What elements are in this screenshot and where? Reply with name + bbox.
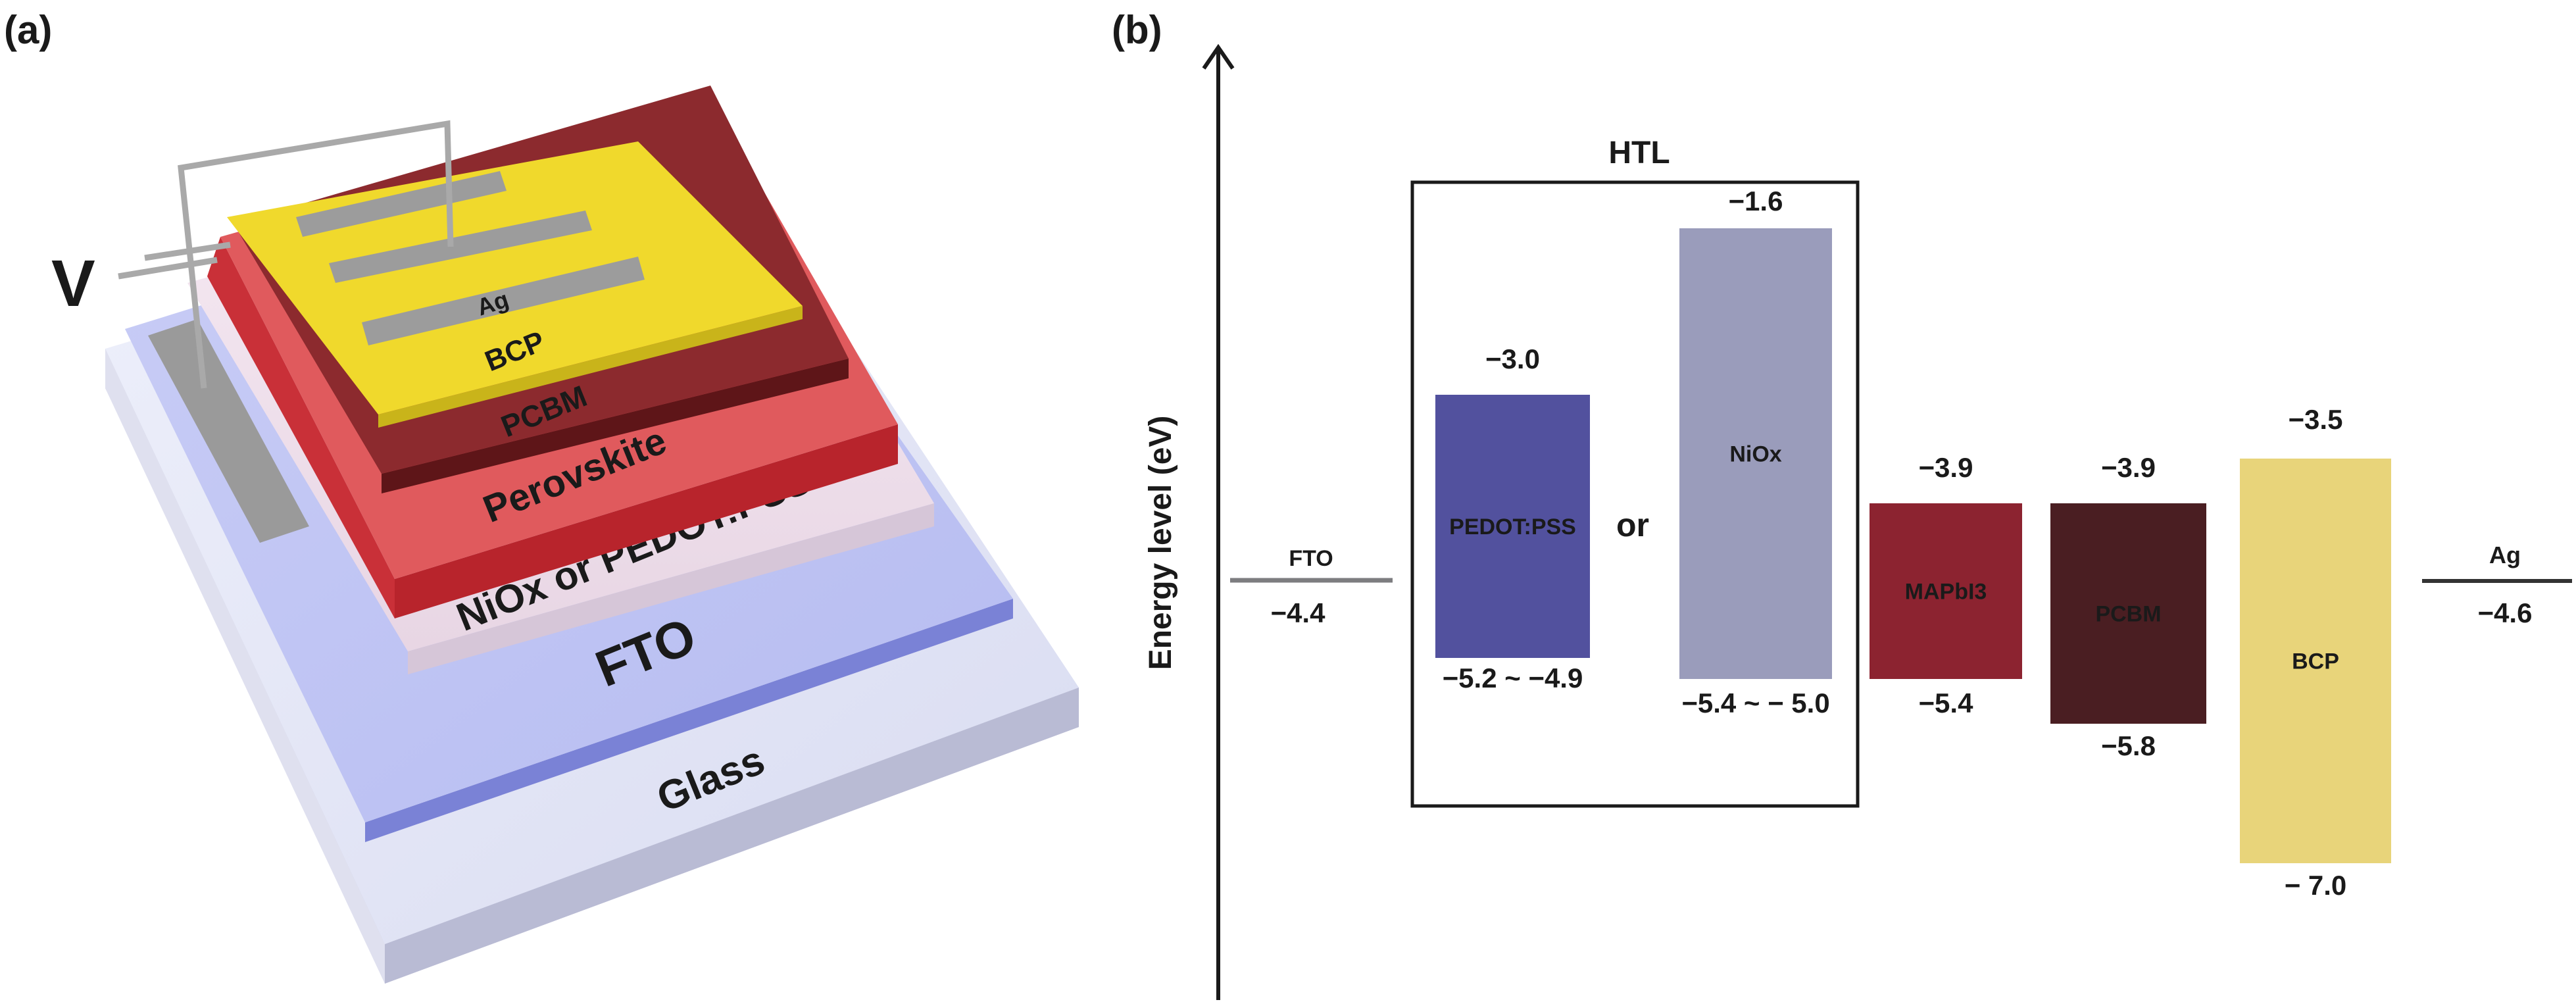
voltage-label: V <box>51 247 95 320</box>
energy-bar-top-value: −3.5 <box>2289 404 2343 435</box>
energy-bar-bottom-value: − 7.0 <box>2285 870 2347 901</box>
ag-level-name: Ag <box>2489 541 2521 568</box>
energy-bar-top-value: −3.0 <box>1485 343 1540 374</box>
energy-bar-bottom-value: −5.2 ~ −4.9 <box>1443 663 1583 693</box>
htl-box-label: HTL <box>1608 136 1670 170</box>
voltage-circuit <box>118 120 454 389</box>
energy-bar-name: BCP <box>2292 649 2339 674</box>
energy-bar-pcbm <box>2050 503 2206 724</box>
panel-b-label: (b) <box>1112 8 1162 52</box>
panel-a-label: (a) <box>4 8 52 52</box>
energy-bar-top-value: −3.9 <box>2101 452 2156 483</box>
energy-bar-mapbi3 <box>1870 503 2022 679</box>
energy-bar-top-value: −3.9 <box>1919 452 1973 483</box>
fto-contact-strip <box>148 319 309 543</box>
energy-bars: PEDOT:PSS −3.0 −5.2 ~ −4.9 NiOx −1.6 −5.4 ~ −… <box>1435 186 2391 901</box>
energy-bar-bcp <box>2240 459 2391 863</box>
ag-level-value: −4.6 <box>2478 597 2533 628</box>
energy-bar-bottom-value: −5.8 <box>2101 730 2156 761</box>
htl-box <box>1410 180 1860 808</box>
y-axis-arrow <box>1202 43 1235 70</box>
energy-bar-top-value: −1.6 <box>1729 186 1783 216</box>
fto-level-name: FTO <box>1289 546 1333 571</box>
energy-bar-bottom-value: −5.4 <box>1919 688 1974 718</box>
energy-bar-bottom-value: −5.4 ~ − 5.0 <box>1681 688 1829 718</box>
energy-bar-name: PEDOT:PSS <box>1449 515 1576 540</box>
energy-bar-pedot-pss <box>1435 395 1590 658</box>
energy-bar-name: MAPbI3 <box>1905 580 1987 605</box>
or-label: or <box>1616 507 1649 543</box>
y-axis-label: Energy level (eV) <box>1143 416 1178 670</box>
fto-level-value: −4.4 <box>1271 597 1326 628</box>
energy-bar-name: PCBM <box>2095 602 2161 627</box>
energy-bar-niox <box>1679 228 1832 679</box>
energy-bar-name: NiOx <box>1729 442 1781 467</box>
